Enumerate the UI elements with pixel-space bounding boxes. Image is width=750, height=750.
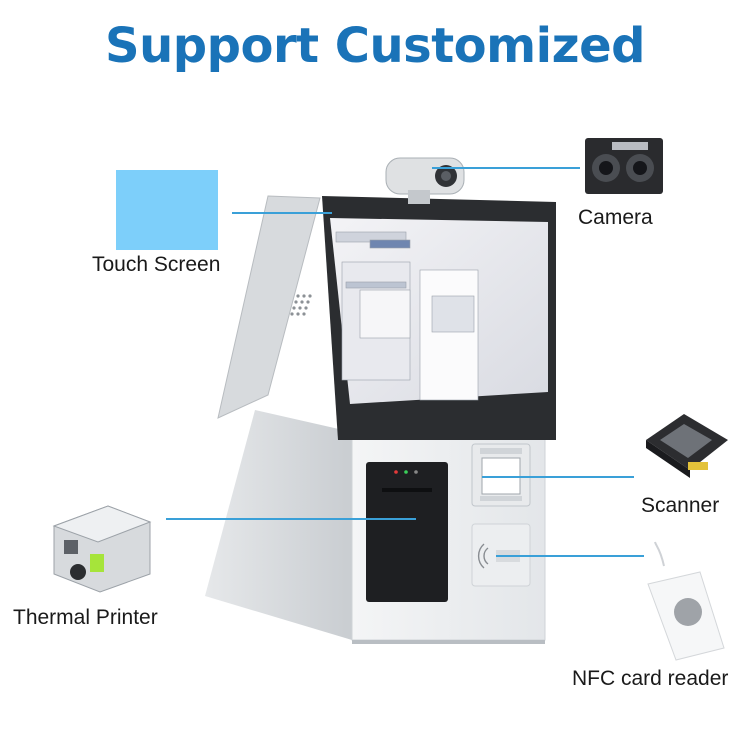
- speaker-grille: [290, 294, 312, 316]
- thermal-printer-image: [52, 505, 152, 593]
- thermal-printer-leader: [166, 518, 416, 520]
- scanner-module-image: [646, 414, 728, 478]
- kiosk-side: [205, 410, 352, 640]
- touch-screen-label: Touch Screen: [92, 253, 221, 276]
- camera-leader: [432, 167, 580, 169]
- scanner-leader: [482, 476, 634, 478]
- camera-module-image: [585, 138, 663, 194]
- touch-screen-swatch: [116, 170, 218, 250]
- nfc-card-reader-label: NFC card reader: [572, 667, 729, 690]
- scanner-window: [471, 443, 531, 507]
- thermal-printer-label: Thermal Printer: [13, 606, 158, 629]
- scanner-label: Scanner: [641, 494, 720, 517]
- screen-windows: [335, 231, 479, 401]
- rear-screen: [217, 195, 321, 419]
- touch-screen-leader: [232, 212, 332, 214]
- kiosk-camera: [385, 157, 465, 204]
- camera-label: Camera: [578, 206, 653, 229]
- page-title: Support Customized: [105, 18, 645, 74]
- nfc-leader: [496, 555, 644, 557]
- printer-slot: [366, 462, 448, 602]
- nfc-reader-image: [647, 541, 725, 661]
